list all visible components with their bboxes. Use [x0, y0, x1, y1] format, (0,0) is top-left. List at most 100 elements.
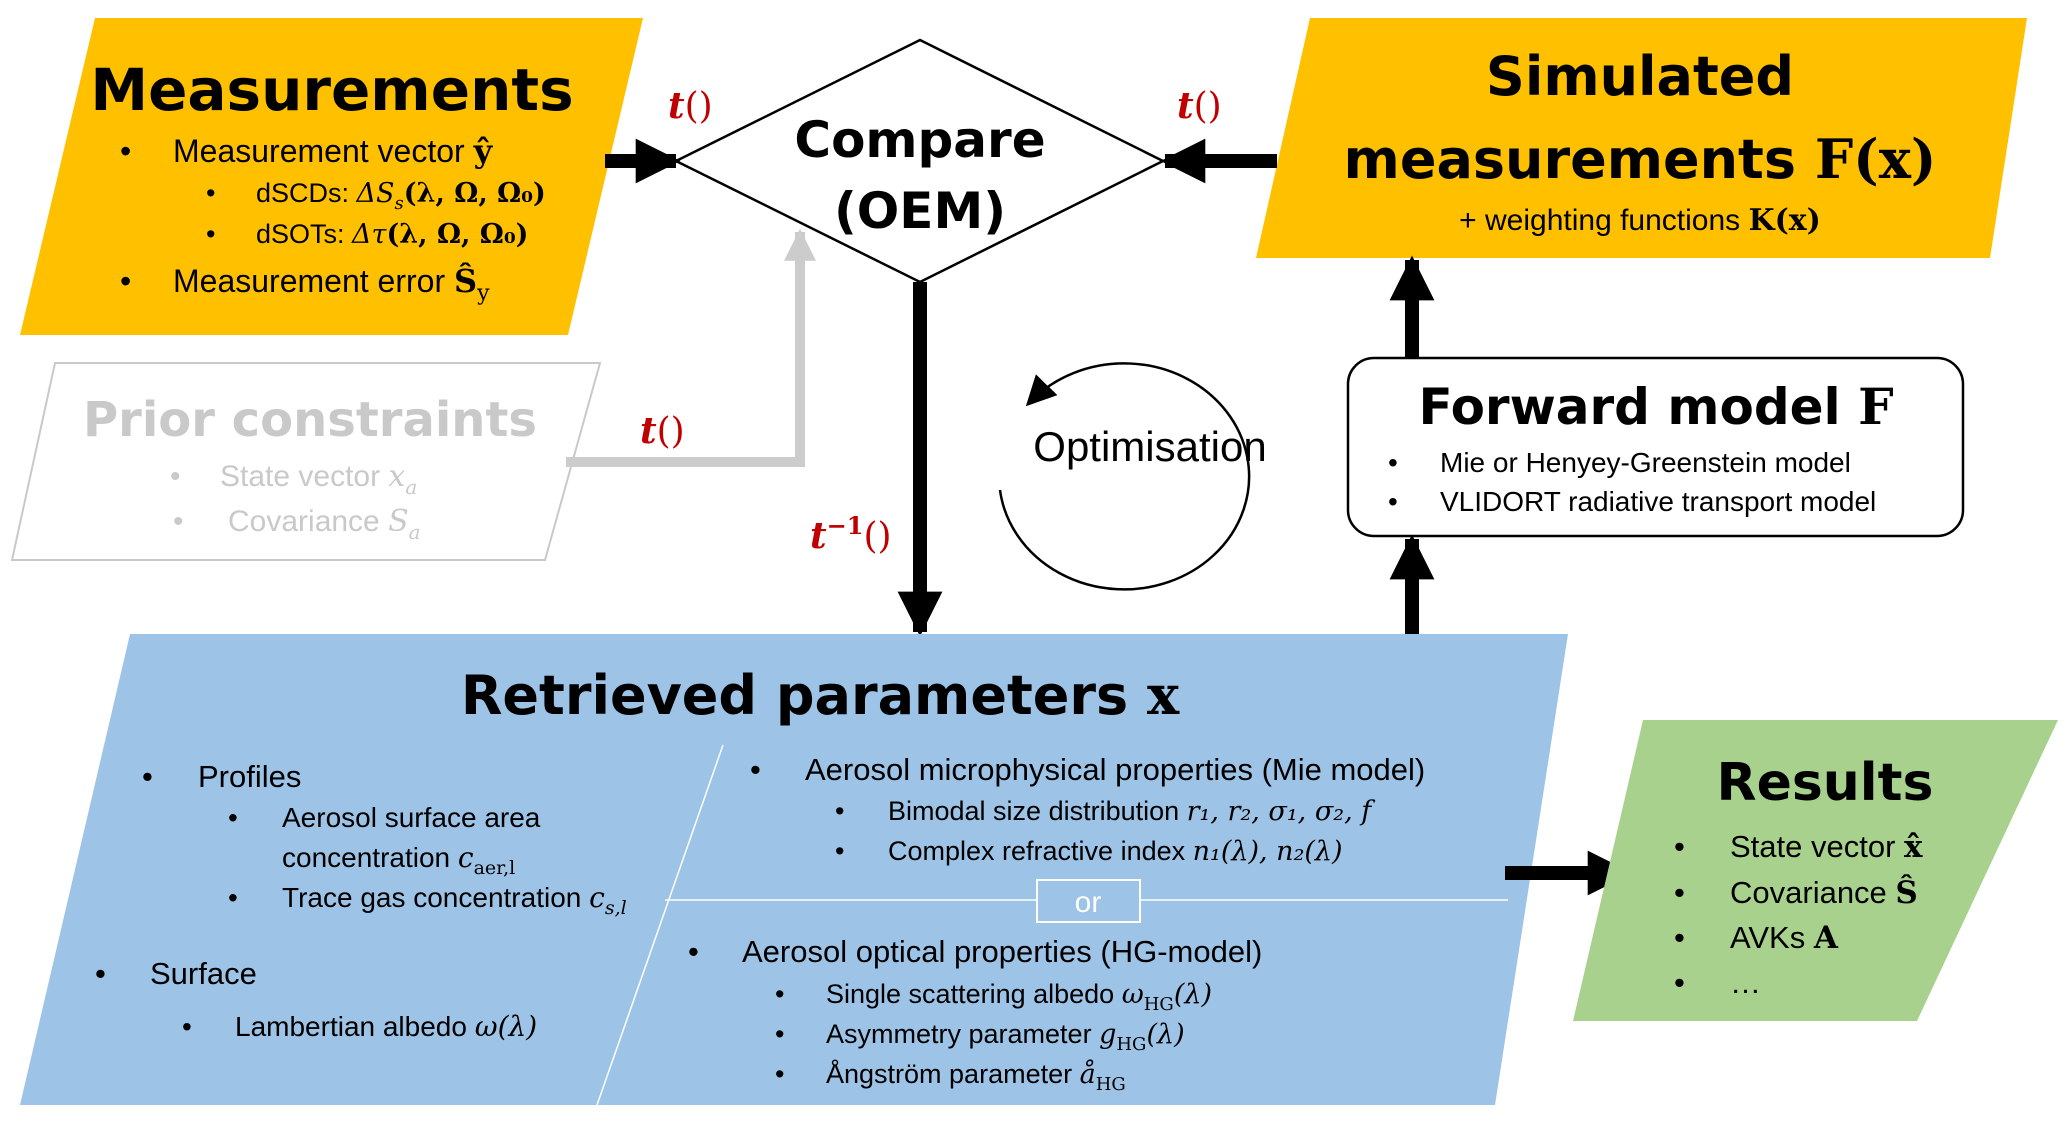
item-math: r₁, r₂, σ₁, σ₂, f — [1187, 796, 1376, 827]
simulated-shape — [1256, 18, 2027, 258]
divider-left-column — [596, 744, 724, 1106]
bullet: • — [775, 979, 784, 1009]
svg-text:dSOTs: Δτ(λ, Ω, Ω₀): dSOTs: Δτ(λ, Ω, Ω₀) — [256, 219, 528, 250]
bullet: • — [1674, 875, 1685, 910]
svg-text:dSCDs: ΔSs(λ, Ω, Ω₀): dSCDs: ΔSs(λ, Ω, Ω₀) — [256, 178, 546, 214]
item-label: … — [1730, 965, 1761, 1000]
item-sub: a — [405, 475, 417, 499]
item-sub: a — [409, 520, 421, 544]
item-label: concentration — [282, 842, 458, 873]
retrieved-profiles: • Profiles • Aerosol surface area concen… — [142, 759, 627, 919]
forward-function-math: F(x) — [1815, 127, 1937, 191]
item-label: Single scattering albedo — [826, 979, 1122, 1009]
bullet: • — [775, 1059, 784, 1089]
bullet: • — [120, 263, 131, 299]
bullet: • — [835, 796, 844, 826]
item-math: x̂ — [1904, 829, 1923, 865]
or-separator-box — [1036, 879, 1141, 923]
item-label: Asymmetry parameter — [826, 1019, 1099, 1049]
item-math: c — [458, 841, 474, 874]
svg-text:Trace gas concentration cs,l: Trace gas concentration cs,l — [282, 881, 627, 919]
svg-text:Measurement error Ŝy: Measurement error Ŝy — [173, 262, 490, 306]
item-math: ω(λ) — [475, 1010, 537, 1043]
item-sub: HG — [1116, 1034, 1146, 1055]
item-label: Complex refractive index — [888, 836, 1193, 866]
bullet: • — [206, 219, 215, 249]
prior-item-covariance: • Covariance Sa — [173, 504, 421, 544]
svg-text:AVKs A: AVKs A — [1730, 920, 1839, 956]
item-label: Measurement vector — [173, 133, 474, 169]
item-sub: HG — [1096, 1074, 1126, 1095]
item-math: n₁(λ), n₂(λ) — [1193, 836, 1343, 867]
simulated-title-line1: Simulated — [1486, 45, 1794, 108]
results-item-state-vector: • State vector x̂ — [1674, 829, 1923, 865]
measurements-item-error: • Measurement error Ŝy — [120, 262, 490, 306]
item-sub: aer,l — [474, 857, 516, 879]
transform-label-prior: t() — [640, 410, 685, 452]
item-math: ω — [1122, 979, 1144, 1010]
retrieved-hg: • Aerosol optical properties (HG-model) … — [688, 934, 1262, 1095]
bullet: • — [750, 752, 761, 787]
bullet: • — [1388, 447, 1398, 478]
hg-item-asymmetry: • Asymmetry parameter gHG(λ) — [775, 1019, 1185, 1055]
item-label: dSCDs: — [256, 178, 357, 208]
retrieved-title-math: x — [1147, 663, 1180, 727]
hg-item-ssa: • Single scattering albedo ωHG(λ) — [775, 979, 1212, 1015]
svg-text:Covariance Sa: Covariance Sa — [228, 504, 421, 544]
svg-text:Asymmetry parameter gHG(λ): Asymmetry parameter gHG(λ) — [826, 1019, 1185, 1055]
bullet: • — [182, 1011, 192, 1042]
item-math: ŷ — [473, 132, 494, 170]
item-label: Aerosol surface area — [282, 802, 541, 833]
item-math: c — [589, 881, 605, 914]
transform-label-inverse: t−1() — [810, 511, 892, 557]
item-label: State vector — [1730, 829, 1904, 864]
bullet: • — [228, 882, 238, 913]
optimisation-loop-arc — [998, 362, 1251, 591]
item-label: Lambertian albedo — [235, 1011, 475, 1042]
item-label: dSOTs: — [256, 219, 352, 249]
retrieved-mie: • Aerosol microphysical properties (Mie … — [750, 752, 1425, 867]
simulated-subline: + weighting functions K(x) — [1459, 203, 1821, 238]
transform-label-simulated: t() — [1177, 85, 1222, 127]
item-tail: (λ, Ω, Ω₀) — [404, 178, 546, 209]
item-sub: HG — [1144, 994, 1174, 1015]
bullet: • — [120, 133, 131, 169]
svg-text:concentration caer,l: concentration caer,l — [282, 841, 515, 879]
simulated-title-line2: measurements F(x) — [1344, 127, 1937, 191]
bullet: • — [835, 836, 844, 866]
or-separator-label: or — [1075, 886, 1102, 919]
item-math: g — [1099, 1019, 1116, 1050]
prior-shape — [10, 362, 602, 561]
svg-text:Single scattering albedo ωHG(λ: Single scattering albedo ωHG(λ) — [826, 979, 1212, 1015]
prior-constraints-box: Prior constraints • State vector xa • Co… — [10, 362, 602, 561]
surface-label: Surface — [150, 956, 257, 991]
forward-model-box: Forward model F • Mie or Henyey-Greenste… — [1346, 356, 1965, 538]
forward-model-math: F — [1858, 377, 1894, 436]
simulated-measurements-box: Simulated measurements F(x) + weighting … — [1256, 18, 2027, 258]
measurements-box: Measurements • Measurement vector ŷ • dS… — [20, 18, 643, 335]
item-math: x — [388, 459, 405, 494]
item-label: Covariance — [228, 505, 388, 538]
item-tail: (λ) — [1174, 979, 1212, 1010]
hg-item-angstrom: • Ångström parameter åHG — [775, 1058, 1126, 1095]
item-label: State vector — [220, 460, 388, 493]
results-item-covariance: • Covariance Ŝ — [1674, 873, 1918, 911]
surface-item-albedo: • Lambertian albedo ω(λ) — [182, 1010, 537, 1043]
results-item-avks: • AVKs A — [1674, 920, 1839, 956]
compare-line1: Compare — [794, 111, 1045, 169]
svg-text:Bimodal size distribution r₁,: Bimodal size distribution r₁, r₂, σ₁, σ₂… — [888, 796, 1375, 827]
weighting-function-math: K(x) — [1749, 203, 1821, 238]
mie-label: Aerosol microphysical properties (Mie mo… — [805, 752, 1425, 787]
item-math: Δτ — [351, 219, 387, 250]
item-label: Trace gas concentration — [282, 882, 589, 913]
measurements-title: Measurements — [90, 56, 573, 124]
compare-line2: (OEM) — [834, 182, 1006, 240]
retrieved-surface: • Surface • Lambertian albedo ω(λ) — [95, 956, 537, 1043]
results-title: Results — [1717, 753, 1934, 813]
item-sub: s — [395, 193, 404, 214]
retrieved-parameters-box: or Retrieved parameters x • Profiles • A… — [20, 634, 1568, 1106]
svg-text:Complex refractive index n₁(λ: Complex refractive index n₁(λ), n₂(λ) — [888, 836, 1343, 867]
item-math: Ŝ — [1895, 873, 1917, 911]
arrow-prior-to-compare — [566, 228, 817, 467]
